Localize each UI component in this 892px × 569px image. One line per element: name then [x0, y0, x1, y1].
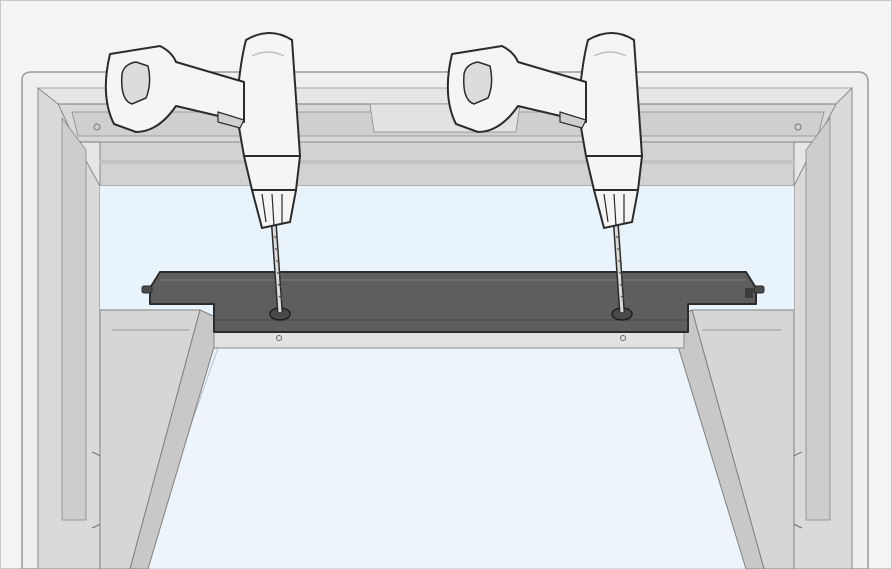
frame-top-rail: [57, 103, 837, 187]
left-drill: [104, 32, 302, 313]
right-drill: [446, 32, 644, 313]
mounting-bar: [141, 271, 765, 333]
frame-left-jamb: [37, 86, 119, 569]
